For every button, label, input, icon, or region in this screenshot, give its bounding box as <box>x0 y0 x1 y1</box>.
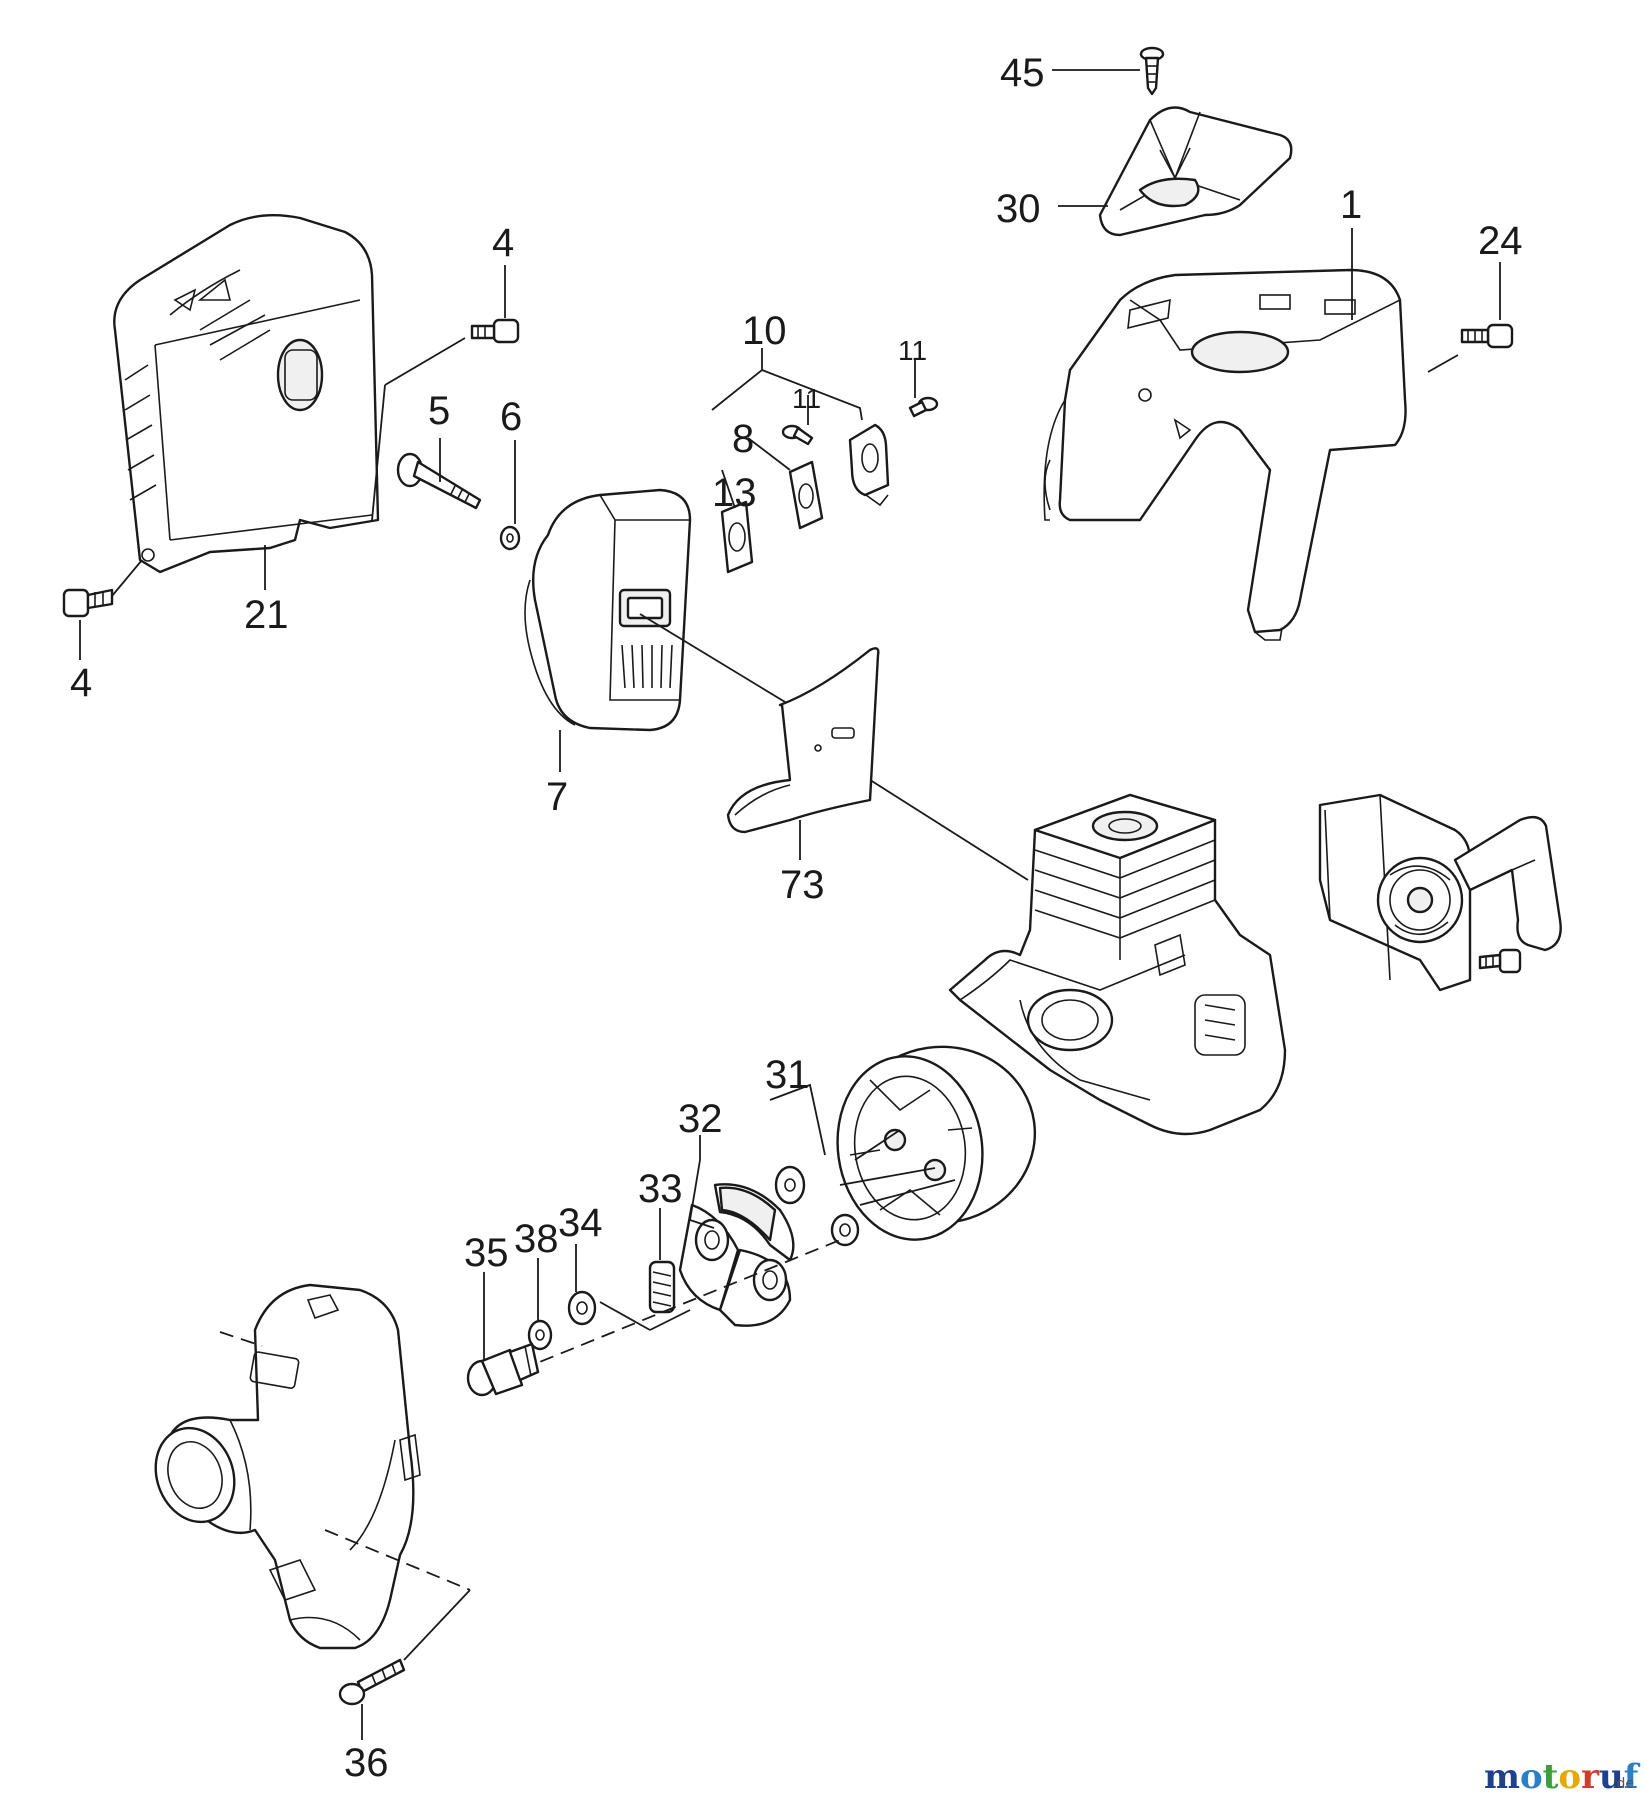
label-1: 1 <box>1340 183 1362 227</box>
label-45: 45 <box>1000 51 1045 95</box>
label-13: 13 <box>712 471 757 515</box>
part-7-muffler <box>524 488 692 732</box>
label-33: 33 <box>638 1167 683 1211</box>
label-32: 32 <box>678 1097 723 1141</box>
part-36-bolt <box>338 1658 406 1706</box>
part-30-cap <box>1098 106 1293 237</box>
watermark-suffix: .de <box>1612 1776 1634 1792</box>
label-36: 36 <box>344 1741 389 1785</box>
label-35: 35 <box>464 1231 509 1275</box>
part-32-clutch <box>678 1183 795 1327</box>
part-11-screw-b <box>908 396 939 418</box>
watermark-letter: m <box>1484 1757 1520 1797</box>
label-34: 34 <box>558 1201 603 1245</box>
watermark-letter: u <box>1599 1757 1624 1797</box>
part-11-screw-a <box>781 424 814 446</box>
part-8-gasket <box>788 423 890 530</box>
label-38: 38 <box>514 1217 559 1261</box>
svg-text:motoruf: motoruf <box>1484 1757 1641 1797</box>
label-6: 6 <box>500 395 522 439</box>
label-8: 8 <box>732 417 754 461</box>
label-10: 10 <box>742 309 787 353</box>
watermark-letter: t <box>1543 1757 1559 1797</box>
part-38-washer <box>527 1319 553 1351</box>
watermark-letter: o <box>1520 1757 1543 1797</box>
label-21: 21 <box>244 593 289 637</box>
part-24-bolt <box>1460 323 1514 349</box>
part-31-plate <box>769 1083 860 1247</box>
part-45-screw <box>1052 46 1165 96</box>
label-4-lower: 4 <box>70 661 92 705</box>
label-30: 30 <box>996 187 1041 231</box>
recoil-starter <box>1318 793 1562 992</box>
flywheel <box>836 1045 1037 1241</box>
part-33-spring <box>648 1260 676 1314</box>
part-34-washer <box>567 1290 597 1326</box>
label-7: 7 <box>546 775 568 819</box>
label-11-b: 11 <box>898 335 927 366</box>
watermark-letter: o <box>1558 1757 1581 1797</box>
part-5-long-bolt <box>396 452 482 510</box>
label-24: 24 <box>1478 219 1523 263</box>
part-1-top-cover <box>1043 268 1407 641</box>
part-35-bolt <box>466 1342 540 1397</box>
label-5: 5 <box>428 389 450 433</box>
label-73: 73 <box>780 863 825 907</box>
part-4-lower-bolt <box>62 559 143 618</box>
engine-cylinder-crankcase <box>948 793 1287 1136</box>
part-6-washer <box>499 525 521 551</box>
watermark-letter: r <box>1581 1757 1600 1797</box>
label-31: 31 <box>765 1053 810 1097</box>
watermark-letter: f <box>1624 1757 1641 1797</box>
part-13-gasket <box>720 500 754 574</box>
part-21-rear-cover <box>113 214 380 574</box>
part-73-heat-shield <box>726 647 880 834</box>
part-4-upper-bolt <box>470 318 520 344</box>
watermark-logo: motoruf .de <box>1484 1757 1641 1797</box>
label-11-a: 11 <box>792 383 821 414</box>
label-4-upper: 4 <box>492 221 514 265</box>
clutch-housing <box>154 1283 421 1650</box>
